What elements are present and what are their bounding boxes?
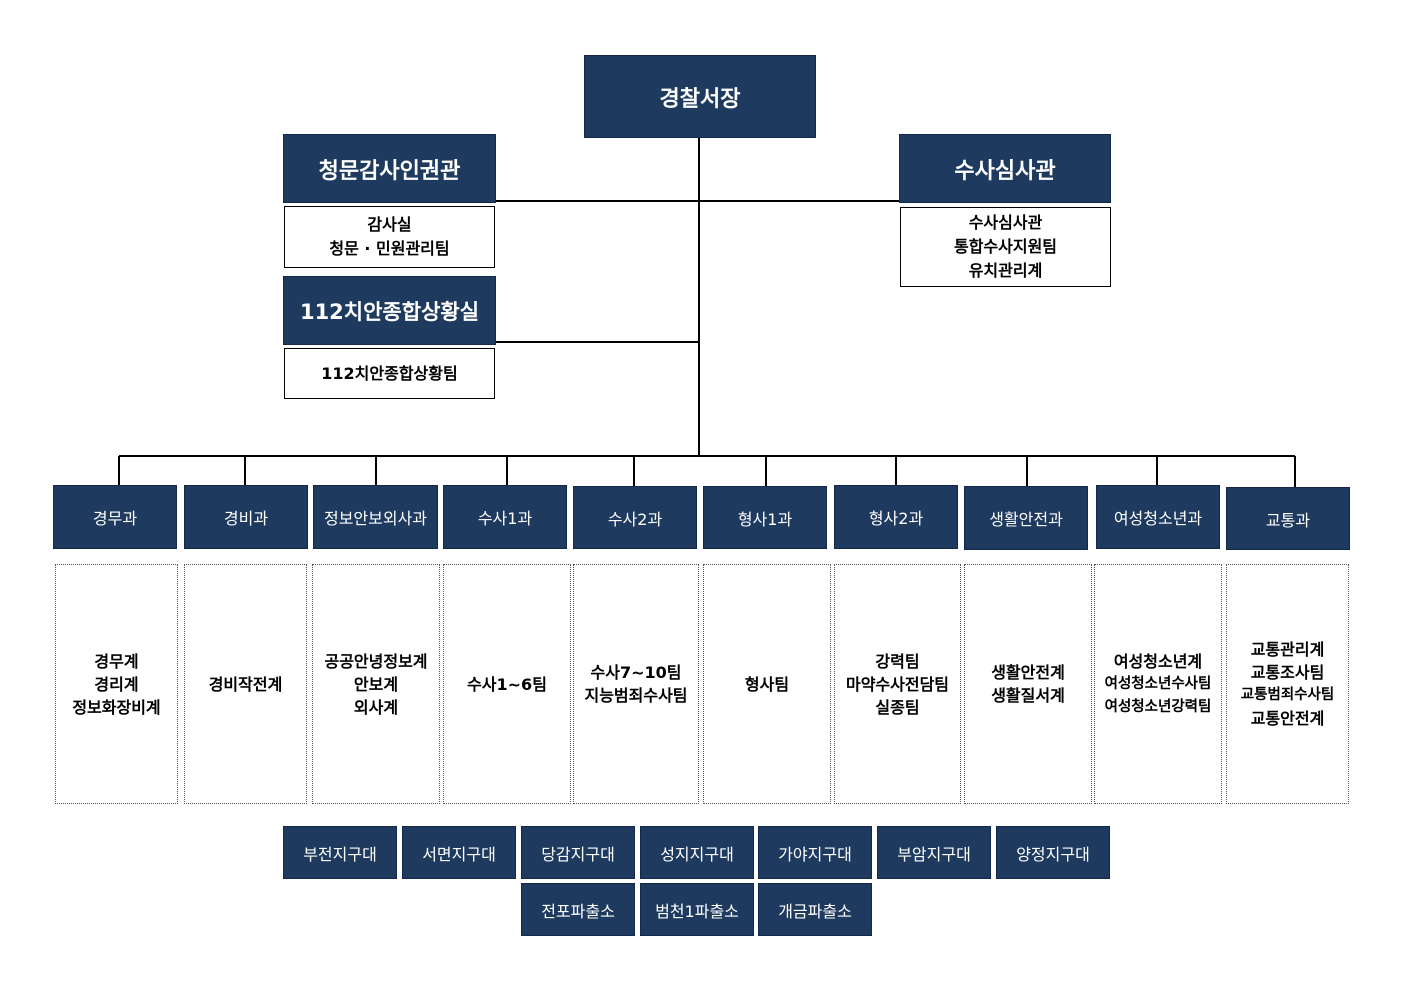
situation-room-items-box: 112치안종합상황팀: [284, 348, 495, 399]
team-label: 실종팀: [875, 697, 920, 717]
investigation-review-title: 수사심사관: [954, 158, 1056, 184]
dept-name: 교통과: [1265, 510, 1311, 530]
dept-name: 형사2과: [868, 509, 924, 528]
unit-box: 당감지구대: [521, 826, 635, 879]
unit-box: 전포파출소: [521, 883, 635, 936]
team-label: 공공안녕정보계: [324, 651, 428, 671]
investigation-review-box: 수사심사관: [899, 134, 1111, 203]
team-label: 교통안전계: [1250, 709, 1325, 728]
unit-box: 개금파출소: [758, 883, 872, 936]
audit-item: 감사실: [367, 215, 412, 234]
team-label: 교통조사팀: [1250, 663, 1325, 682]
dept-teams-6: 형사팀: [703, 564, 831, 804]
unit-label: 부암지구대: [897, 844, 971, 864]
team-label: 형사팀: [744, 674, 790, 694]
audit-item: 청문 · 민원관리팀: [329, 239, 450, 258]
team-label: 마약수사전담팀: [845, 674, 950, 694]
team-label: 외사계: [353, 697, 399, 717]
unit-label: 부전지구대: [303, 844, 377, 864]
dept-teams-7: 강력팀 마약수사전담팀 실종팀: [834, 564, 961, 804]
dept-teams-1: 경무계 경리계 정보화장비계: [55, 564, 178, 804]
chief-box: 경찰서장: [584, 55, 816, 138]
team-label: 강력팀: [875, 651, 920, 671]
unit-box: 서면지구대: [402, 826, 516, 879]
dept-teams-10: 교통관리계 교통조사팀 교통범죄수사팀 교통안전계: [1226, 564, 1349, 804]
team-label: 경비작전계: [208, 674, 283, 694]
team-label: 교통범죄수사팀: [1240, 687, 1335, 703]
unit-box: 부전지구대: [283, 826, 397, 879]
dept-teams-2: 경비작전계: [184, 564, 307, 804]
unit-box: 양정지구대: [996, 826, 1110, 879]
dept-box-1: 경무과: [53, 485, 177, 549]
dept-box-9: 여성청소년과: [1096, 485, 1220, 549]
unit-label: 양정지구대: [1016, 844, 1090, 864]
audit-items-box: 감사실 청문 · 민원관리팀: [284, 206, 495, 268]
situation-room-item: 112치안종합상황팀: [321, 363, 458, 383]
investigation-review-item: 통합수사지원팀: [953, 237, 1058, 256]
team-label: 경리계: [94, 674, 139, 694]
unit-box: 범천1파출소: [640, 883, 754, 936]
investigation-review-item: 유치관리계: [968, 261, 1043, 280]
dept-teams-3: 공공안녕정보계 안보계 외사계: [312, 564, 440, 804]
dept-teams-5: 수사7~10팀 지능범죄수사팀: [573, 564, 699, 804]
unit-label: 성지지구대: [660, 844, 734, 864]
dept-name: 수사1과: [477, 509, 533, 528]
dept-name: 여성청소년과: [1113, 509, 1203, 528]
unit-box: 성지지구대: [640, 826, 754, 879]
dept-box-8: 생활안전과: [964, 486, 1088, 550]
team-label: 생활질서계: [991, 686, 1065, 705]
investigation-review-item: 수사심사관: [968, 213, 1043, 232]
situation-room-box: 112치안종합상황실: [283, 276, 496, 345]
team-label: 여성청소년계: [1113, 651, 1203, 671]
unit-box: 부암지구대: [877, 826, 991, 879]
dept-box-3: 정보안보외사과: [313, 485, 438, 549]
team-label: 여성청소년강력팀: [1104, 698, 1212, 715]
unit-label: 당감지구대: [541, 844, 615, 864]
team-label: 지능범죄수사팀: [584, 686, 688, 705]
team-label: 생활안전계: [991, 663, 1065, 682]
dept-box-7: 형사2과: [834, 485, 958, 549]
dept-teams-8: 생활안전계 생활질서계: [964, 564, 1092, 804]
dept-teams-9: 여성청소년계 여성청소년수사팀 여성청소년강력팀: [1094, 564, 1222, 804]
audit-title: 청문감사인권관: [318, 158, 461, 184]
team-label: 여성청소년수사팀: [1104, 675, 1212, 692]
unit-box: 가야지구대: [758, 826, 872, 879]
unit-label: 가야지구대: [778, 844, 852, 864]
team-label: 안보계: [353, 674, 399, 694]
dept-box-4: 수사1과: [443, 485, 567, 549]
unit-label: 전포파출소: [541, 901, 615, 921]
unit-label: 범천1파출소: [655, 901, 739, 921]
team-label: 수사7~10팀: [590, 663, 682, 682]
situation-room-title: 112치안종합상황실: [299, 299, 480, 324]
chief-title: 경찰서장: [659, 86, 741, 112]
audit-box: 청문감사인권관: [283, 134, 496, 203]
dept-box-2: 경비과: [184, 485, 308, 549]
team-label: 정보화장비계: [72, 697, 161, 717]
dept-name: 형사1과: [737, 509, 793, 529]
investigation-review-items-box: 수사심사관 통합수사지원팀 유치관리계: [900, 207, 1111, 287]
team-label: 경무계: [94, 651, 139, 671]
team-label: 수사1~6팀: [467, 674, 547, 694]
unit-label: 서면지구대: [422, 844, 496, 864]
dept-name: 수사2과: [607, 509, 663, 529]
dept-name: 경무과: [92, 509, 138, 528]
unit-label: 개금파출소: [778, 901, 852, 921]
dept-name: 경비과: [223, 509, 269, 528]
dept-name: 정보안보외사과: [323, 509, 428, 528]
team-label: 교통관리계: [1250, 640, 1325, 659]
dept-name: 생활안전과: [989, 510, 1063, 529]
dept-box-6: 형사1과: [703, 486, 827, 549]
dept-box-10: 교통과: [1226, 487, 1350, 550]
dept-box-5: 수사2과: [573, 486, 697, 549]
dept-teams-4: 수사1~6팀: [443, 564, 571, 804]
